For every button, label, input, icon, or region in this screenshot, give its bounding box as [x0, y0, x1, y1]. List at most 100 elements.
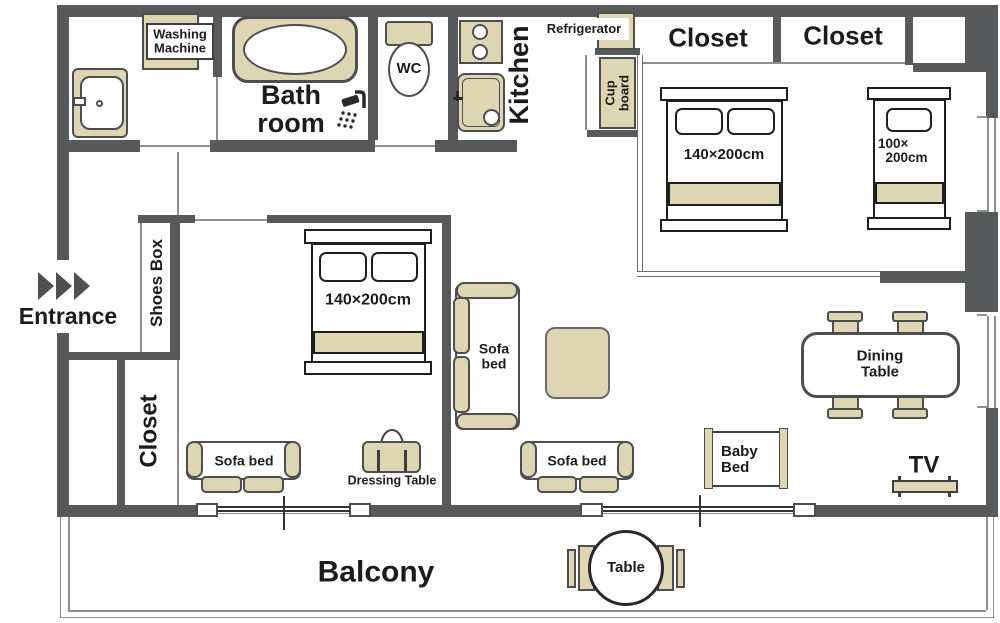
- bed-single-footboard: [867, 217, 951, 230]
- balcony-rail-inner-right: [986, 513, 988, 610]
- bed-double-headboard: [660, 87, 788, 101]
- kitchen-sink-drain: [483, 109, 500, 126]
- sofa-bed-2-back-cushion: [453, 356, 470, 413]
- shower-icon: [337, 90, 366, 129]
- dressing-table-leg: [404, 450, 407, 472]
- baby-bed-post: [704, 428, 713, 489]
- wall-bedroom-top-b: [267, 215, 448, 223]
- wall-washroom-bath: [213, 17, 222, 77]
- washbasin-drain-icon: [96, 100, 103, 107]
- sliding-door1-end-right: [349, 503, 371, 517]
- wall-wc-kitchen: [448, 17, 458, 152]
- wall-fridge-bottom: [595, 48, 640, 55]
- sliding-door2-rail-a: [603, 506, 793, 508]
- entrance-label: Entrance: [18, 303, 118, 330]
- balcony-chair: [567, 549, 576, 588]
- bathtub-inner: [243, 24, 347, 75]
- balcony-chair: [676, 549, 685, 588]
- wall-toprow-bottom-a: [57, 140, 140, 152]
- bed-middle-headboard: [304, 229, 432, 244]
- wall-top: [57, 5, 998, 17]
- wall-closet-b-right: [905, 17, 913, 65]
- line-washroom-door: [140, 145, 210, 147]
- sofa-bed-1-cushion: [201, 476, 242, 493]
- bed-double-pillow: [727, 108, 775, 135]
- closet-hall-label: Closet: [135, 394, 163, 468]
- sliding-door2-end-left: [580, 503, 603, 517]
- line-wc-door: [375, 145, 435, 147]
- wall-bedroom-right: [442, 215, 451, 505]
- wall-bottom-a: [57, 505, 197, 517]
- washbasin-faucet-icon: [73, 97, 86, 106]
- window-living-tick-top: [977, 314, 987, 316]
- balcony-rail-inner-bottom: [68, 610, 986, 612]
- balcony-table: [588, 530, 664, 606]
- dining-table: [801, 332, 960, 398]
- bed-double-pillow: [675, 108, 723, 135]
- wall-partition-right: [880, 271, 966, 283]
- stove-burner: [472, 24, 488, 40]
- wall-corner-block: [965, 17, 986, 63]
- balcony-rail-inner-left: [68, 513, 70, 610]
- sofa-bed-2-armrest: [456, 282, 518, 299]
- wall-bottom-b: [370, 505, 580, 517]
- bed-middle-footboard: [304, 361, 432, 375]
- stove-burner: [472, 44, 488, 60]
- sofa-bed-2-back-cushion: [453, 297, 470, 354]
- sliding-door1-tick: [283, 496, 285, 530]
- line-closet-front: [641, 62, 905, 64]
- sofa-bed-2-label: Sofa bed: [478, 340, 510, 371]
- refrigerator-label: Refrigerator: [546, 21, 622, 37]
- wall-shoesbox-right: [170, 215, 180, 352]
- sliding-door1-end-left: [196, 503, 218, 517]
- line-shoesbox-left: [140, 223, 142, 352]
- dressing-table-leg: [377, 450, 380, 472]
- window-bedroom-tick-bottom: [977, 210, 987, 212]
- partition-bedroom-bottom: [637, 271, 880, 277]
- bed-double-size-label: 140×200cm: [683, 146, 765, 164]
- sofa-bed-3-armrest: [617, 441, 634, 478]
- cupboard-label: Cup board: [602, 74, 631, 112]
- line-cupboard-left: [585, 55, 587, 130]
- wall-bottom-c: [816, 505, 998, 517]
- wall-left-upper: [57, 5, 69, 260]
- kitchen-faucet-icon: [456, 91, 459, 101]
- washing-machine-labelbox: [146, 23, 214, 60]
- line-bath-door: [216, 77, 218, 140]
- sofa-bed-2-armrest: [456, 413, 518, 430]
- baby-bed-body: [710, 431, 782, 487]
- bathroom-label: Bath room: [257, 79, 325, 138]
- closet-a-label: Closet: [668, 22, 748, 53]
- wall-right-mid: [965, 212, 998, 312]
- bed-single-blanket: [875, 182, 944, 204]
- window-bedroom-pane2: [994, 118, 996, 212]
- wall-bath-wc: [368, 17, 378, 140]
- bed-middle-size-label: 140×200cm: [325, 291, 411, 309]
- wall-closet-divider: [773, 17, 781, 62]
- window-bedroom-tick-top: [977, 116, 987, 118]
- wall-cupboard-bottom: [587, 130, 640, 137]
- sofa-bed-1-cushion: [243, 476, 284, 493]
- balcony-rail-outer: [60, 513, 994, 618]
- window-bedroom-pane1: [987, 118, 989, 212]
- bed-single-pillow: [886, 108, 932, 132]
- wall-closet-hall-left: [117, 360, 125, 505]
- dressing-table-top: [362, 441, 421, 473]
- wall-bedroom-top-a: [138, 215, 195, 223]
- wc-label: WC: [396, 60, 422, 78]
- sofa-bed-3-cushion: [579, 476, 619, 493]
- dining-chair: [827, 408, 863, 419]
- bed-single-size-label: 100× 200cm: [878, 136, 928, 166]
- entrance-arrow-icon: [56, 272, 72, 300]
- line-closet-hall-right: [177, 360, 179, 505]
- dressing-table-label: Dressing Table: [347, 473, 437, 488]
- bed-double-footboard: [660, 219, 788, 232]
- tv-label: TV: [908, 451, 940, 479]
- entrance-arrow-icon: [38, 272, 54, 300]
- sofa-bed-1-armrest: [186, 441, 203, 478]
- sofa-bed-1-armrest: [284, 441, 301, 478]
- balcony-table-label: Table: [606, 559, 646, 577]
- cupboard: [599, 57, 636, 129]
- wall-toprow-bottom-c: [435, 140, 517, 152]
